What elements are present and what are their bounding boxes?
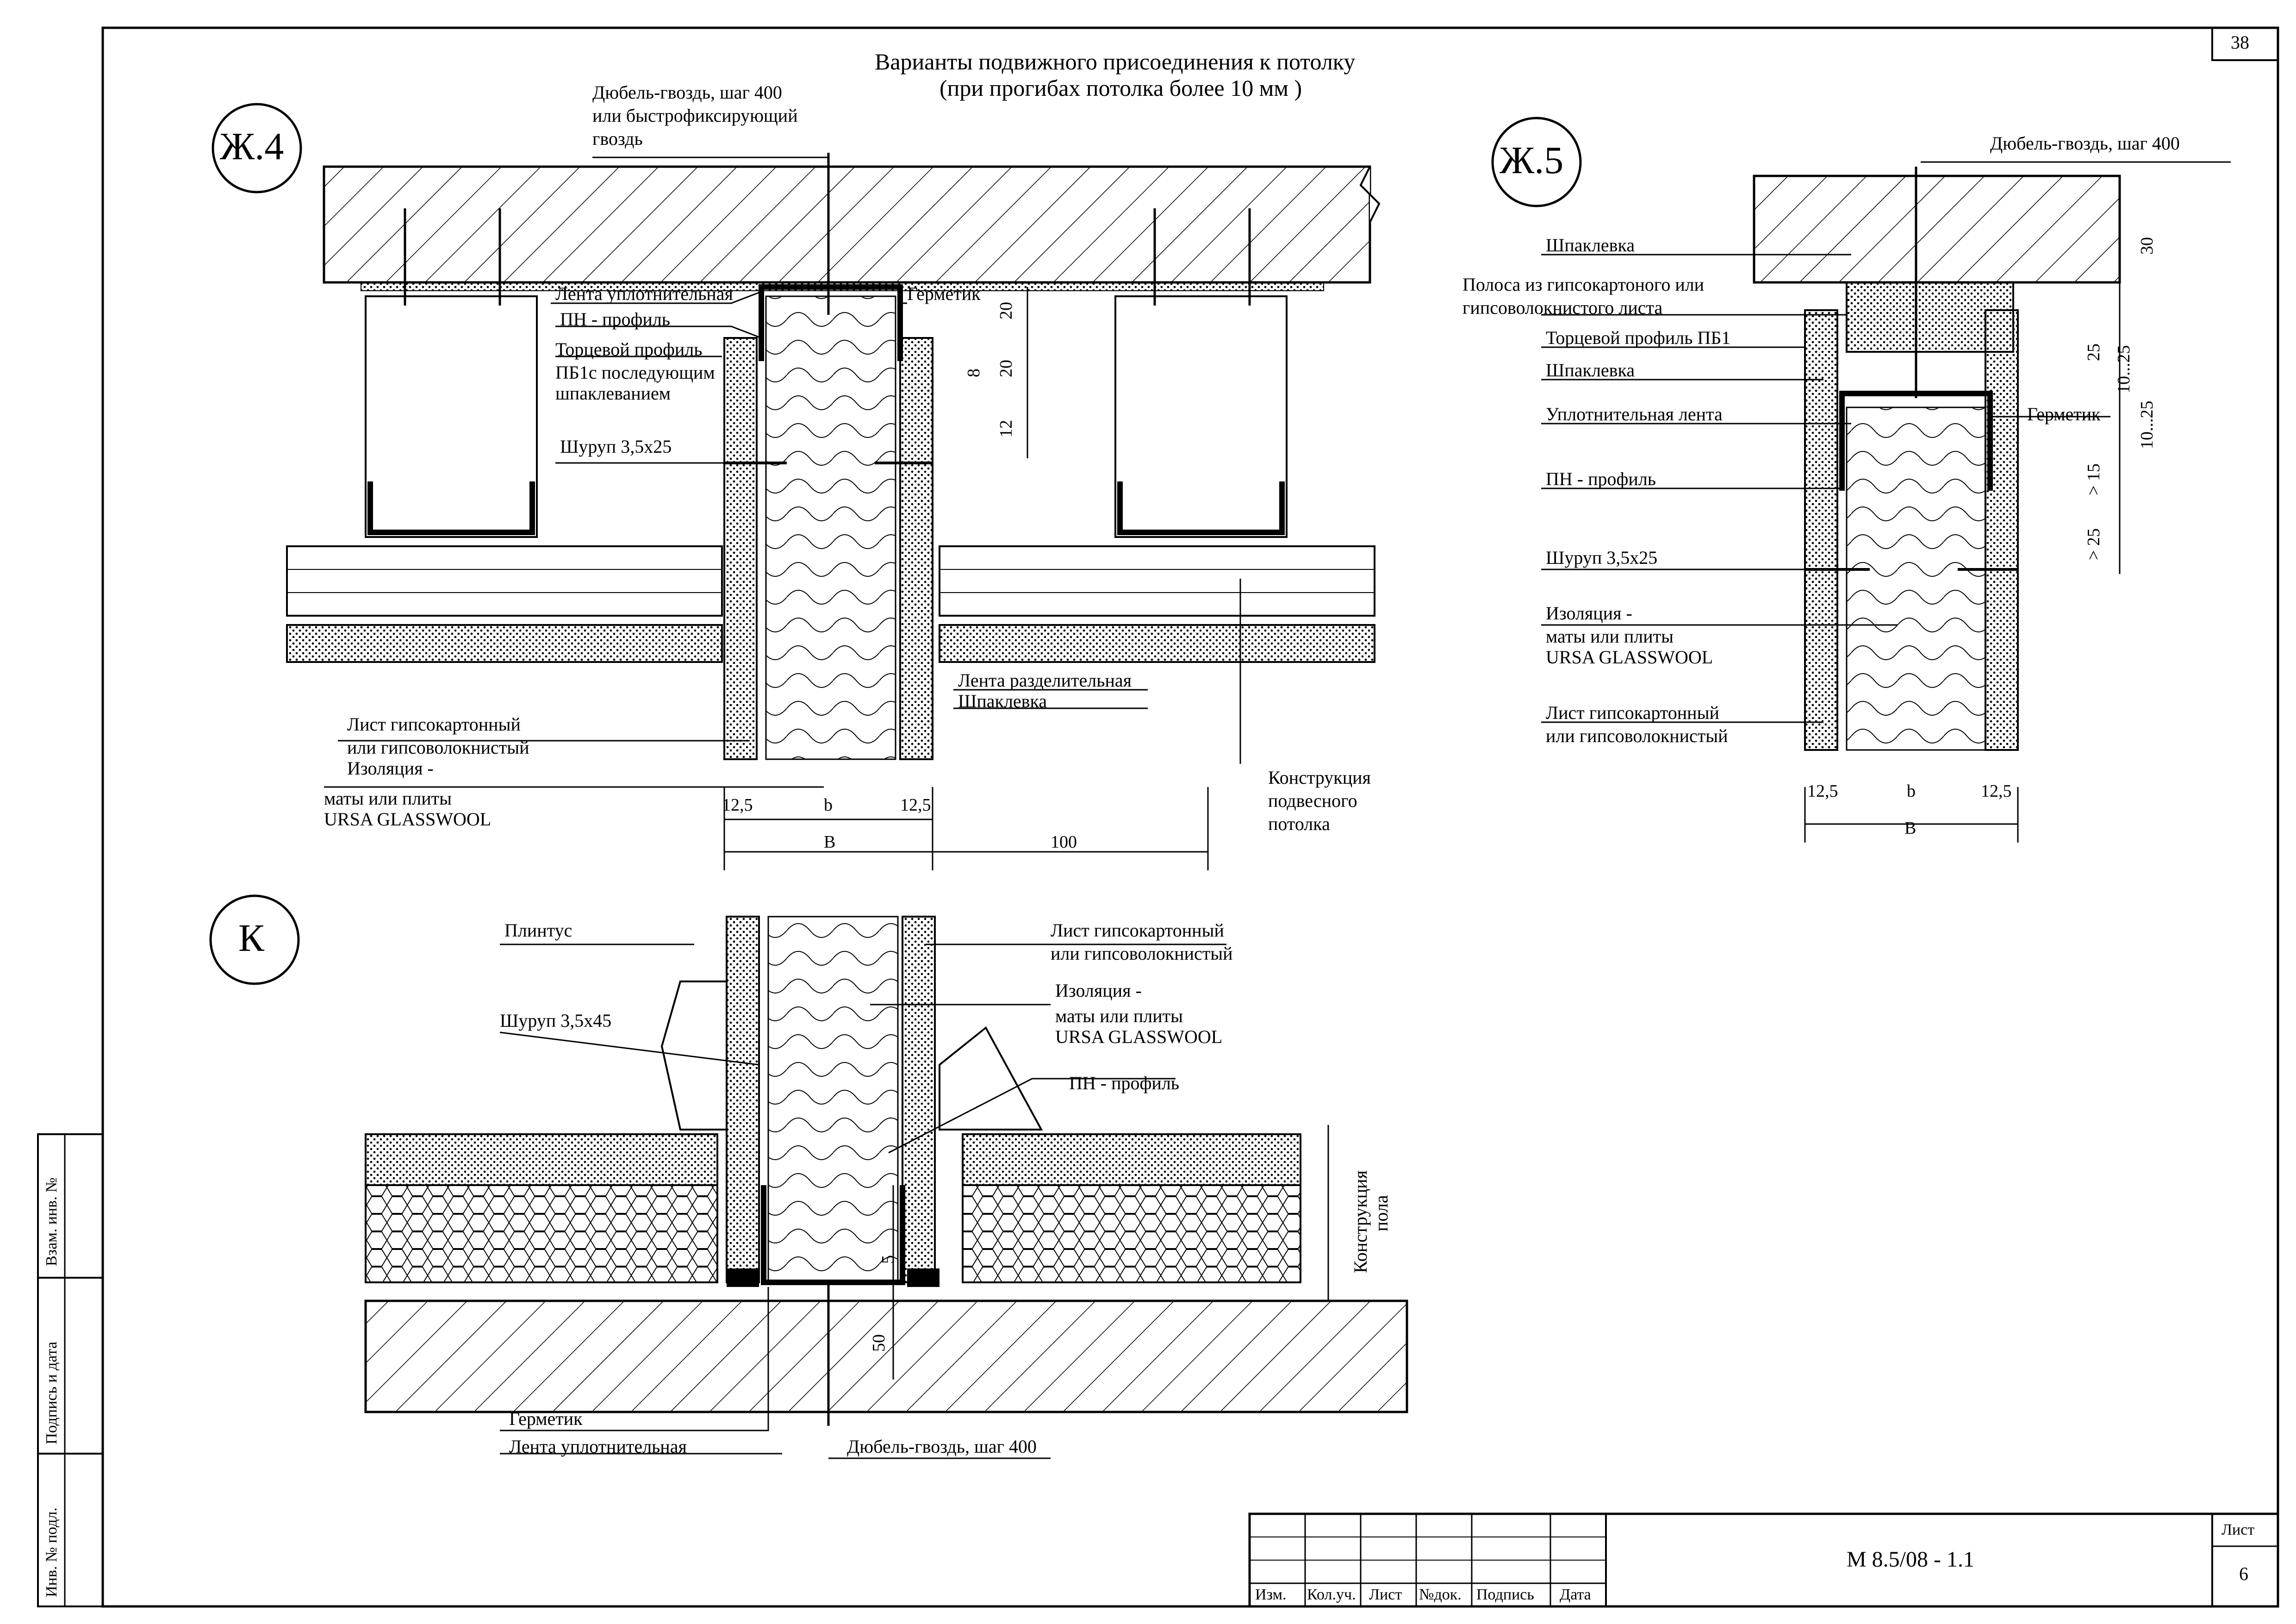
zh4-putty-label: Шпаклевка [958,691,1047,712]
tb-header-3: №док. [1419,1586,1462,1603]
k-screw-label: Шуруп 3,5х45 [500,1010,612,1031]
zh4-separation-tape-label: Лента разделительная [958,670,1132,691]
zh4-dowel-label-3: гвоздь [592,128,643,149]
zh4-tape-label: Лента уплотнительная [555,283,733,304]
zh4-dim-20a: 20 [996,302,1016,319]
zh4-dim-125b: 12,5 [900,795,931,815]
zh4-pn-profile-label: ПН - профиль [560,309,671,330]
zh5-strip-label-2: гипсоволокнистого листа [1462,297,1663,318]
k-floor-label: Конструкция [1350,1170,1371,1273]
k-gypsum-label-2: или гипсоволокнистый [1051,943,1233,964]
tb-designation: М 8.5/08 - 1.1 [1847,1547,1974,1572]
k-pn-profile-label: ПН - профиль [1069,1073,1180,1093]
detail-k [209,894,1408,1459]
stamp-replaces: Взам. инв. № [43,1177,60,1266]
k-insulation-label-2: маты или плиты [1055,1006,1183,1026]
zh5-dim-B: B [1904,818,1916,838]
zh4-sealant-label: Герметик [907,283,981,304]
tb-sheet-label: Лист [2221,1521,2255,1538]
zh4-dim-B: B [824,832,836,852]
zh4-dowel-label-2: или быстрофиксирующий [592,105,798,126]
zh4-dowel-label: Дюбель-гвоздь, шаг 400 [592,82,782,103]
k-insulation-label: Изоляция - [1055,980,1142,1001]
zh5-pn-profile-label: ПН - профиль [1546,468,1656,489]
zh5-insulation-label-3: URSA GLASSWOOL [1546,647,1713,668]
zh4-ceiling-label-3: потолка [1268,813,1330,834]
zh4-insulation-label-3: URSA GLASSWOOL [324,809,492,830]
zh4-dim-8: 8 [964,369,983,377]
k-node-id: К [238,917,265,960]
k-gypsum-label: Лист гипсокартонный [1051,920,1224,941]
tb-header-1: Кол.уч. [1307,1586,1356,1603]
zh4-dim-12: 12 [996,420,1016,437]
zh5-dim-1025b: 10...25 [2137,400,2157,450]
tb-header-2: Лист [1369,1586,1402,1603]
k-sealant-label: Герметик [509,1408,583,1429]
zh5-dim-25b: > 25 [2084,528,2103,560]
k-plinth-label: Плинтус [504,920,572,941]
zh4-screw-label: Шуруп 3,5х25 [560,436,672,457]
sheet-title-line1: Варианты подвижного присоединения к пото… [875,49,1356,75]
zh5-screw-label: Шуруп 3,5х25 [1546,547,1658,568]
tb-sheet-number: 6 [2239,1563,2248,1584]
zh5-putty-label-2: Шпаклевка [1546,360,1635,381]
zh5-sealing-tape-label: Уплотнительная лента [1546,404,1723,425]
detail-zh5 [1491,117,2231,843]
zh4-end-profile-label-2: ПБ1с последующим [555,362,715,383]
stamp-inventory: Инв. № подл. [43,1507,60,1597]
page-number: 38 [2231,32,2249,53]
zh4-end-profile-label: Торцевой профиль [555,339,703,360]
zh4-gypsum-label-2: или гипсоволокнистый [347,737,529,758]
zh4-insulation-label: Изоляция - [347,758,434,779]
zh5-dim-15: > 15 [2084,463,2103,495]
zh5-gypsum-label: Лист гипсокартонный [1546,702,1719,723]
stamp-signature-date: Подпись и дата [43,1342,60,1444]
zh5-insulation-label: Изоляция - [1546,603,1632,624]
tb-header-5: Дата [1560,1586,1591,1603]
k-dowel-label: Дюбель-гвоздь, шаг 400 [847,1436,1037,1457]
tb-header-4: Подпись [1476,1586,1534,1603]
zh4-node-id: Ж.4 [220,125,284,168]
zh5-strip-label: Полоса из гипсокартоного или [1462,274,1705,295]
sheet-title-line2: (при прогибах потолка более 10 мм ) [940,75,1302,101]
zh4-insulation-label-2: маты или плиты [324,788,452,809]
zh4-gypsum-label: Лист гипсокартонный [347,714,521,735]
k-tape-label: Лента уплотнительная [509,1436,687,1457]
zh4-ceiling-label-2: подвесного [1268,790,1357,811]
k-floor-label-2: пола [1371,1195,1392,1231]
zh5-dim-30: 30 [2137,237,2157,255]
zh4-dim-b: b [824,795,833,815]
zh4-dim-100: 100 [1051,832,1077,852]
zh5-dim-125b: 12,5 [1981,781,2012,801]
zh4-dim-20b: 20 [996,360,1016,377]
zh4-end-profile-label-3: шпаклеванием [555,383,671,404]
zh5-dim-b: b [1907,781,1916,801]
side-stamp [37,1133,104,1607]
zh5-gypsum-label-2: или гипсоволокнистый [1546,725,1728,746]
zh5-dowel-label: Дюбель-гвоздь, шаг 400 [1990,133,2180,154]
zh5-sealant-label: Герметик [2027,404,2101,425]
zh5-dim-125a: 12,5 [1807,781,1838,801]
zh5-dim-1025a: 10...25 [2114,345,2134,394]
tb-header-0: Изм. [1255,1586,1287,1603]
k-dim-5: 5 [878,1255,898,1264]
k-insulation-label-3: URSA GLASSWOOL [1055,1026,1223,1047]
zh5-node-id: Ж.5 [1500,139,1564,182]
zh4-ceiling-label: Конструкция [1268,767,1371,788]
zh5-end-profile-label: Торцевой профиль ПБ1 [1546,327,1731,348]
zh5-putty-label: Шпаклевка [1546,235,1635,256]
detail-zh4 [212,103,1381,870]
title-block [1248,1512,2279,1608]
zh4-dim-125a: 12,5 [722,795,753,815]
zh5-insulation-label-2: маты или плиты [1546,626,1674,647]
k-dim-50: 50 [869,1334,889,1352]
zh5-dim-25a: 25 [2084,344,2103,361]
